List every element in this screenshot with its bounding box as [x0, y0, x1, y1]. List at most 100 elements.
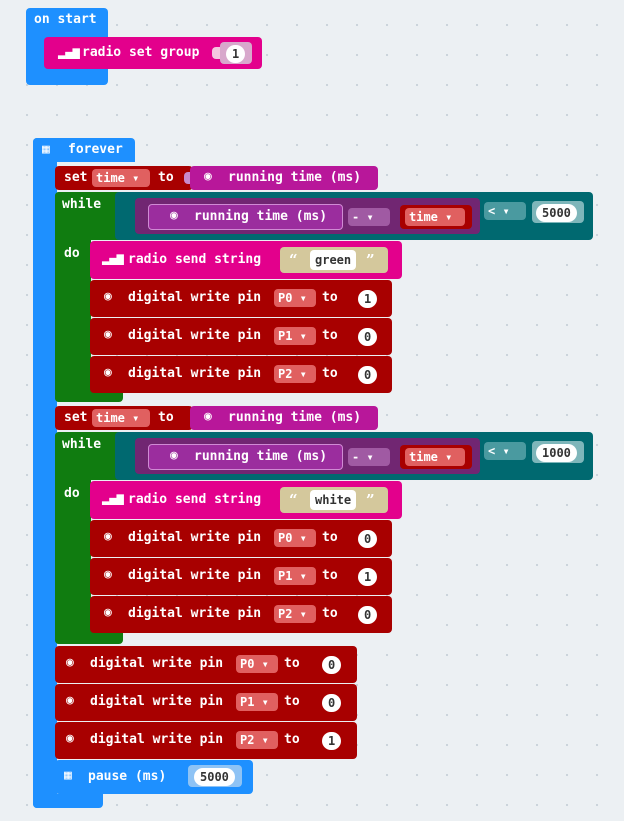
pin-value[interactable]: 0: [358, 328, 378, 346]
grid-icon: ▦: [64, 768, 72, 783]
digital-write-label: digital write pin: [128, 530, 262, 545]
to-label: to: [284, 656, 300, 671]
do-label: do: [64, 486, 80, 501]
signal-bars-icon: ▂▄▆: [102, 251, 124, 265]
digital-write-label: digital write pin: [128, 606, 262, 621]
digital-write-pin-block[interactable]: [90, 558, 392, 595]
string-value-2[interactable]: white: [310, 490, 357, 510]
digital-write-pin-block[interactable]: [90, 596, 392, 633]
math-op-dropdown[interactable]: - ▾: [348, 448, 390, 466]
math-op-dropdown[interactable]: - ▾: [348, 208, 390, 226]
variable-dropdown-time[interactable]: time ▾: [92, 169, 150, 187]
pause-label: pause (ms): [88, 769, 167, 784]
open-quote-icon: “: [289, 491, 298, 509]
pin-dropdown[interactable]: P2 ▾: [274, 365, 316, 383]
pin-icon: ◉: [104, 289, 112, 304]
pin-icon: ◉: [66, 731, 74, 746]
string-value-1[interactable]: green: [310, 250, 357, 270]
digital-write-pin-block[interactable]: [55, 646, 357, 683]
pin-dropdown[interactable]: P1 ▾: [274, 327, 316, 345]
pin-value[interactable]: 0: [358, 606, 378, 624]
target-icon: ◉: [170, 448, 178, 463]
on-start-label: on start: [34, 12, 97, 27]
running-time-label: running time (ms): [228, 410, 362, 425]
pin-icon: ◉: [104, 567, 112, 582]
pin-value[interactable]: 1: [322, 732, 342, 750]
pin-icon: ◉: [104, 365, 112, 380]
digital-write-pin-block[interactable]: [90, 356, 392, 393]
digital-write-pin-block[interactable]: [90, 318, 392, 355]
signal-bars-icon: ▂▄▆: [58, 45, 80, 59]
digital-write-label: digital write pin: [128, 290, 262, 305]
running-time-block-2[interactable]: [190, 406, 378, 430]
variable-dropdown-time[interactable]: time ▾: [405, 208, 465, 226]
grid-icon: ▦: [42, 142, 50, 157]
pin-value[interactable]: 0: [358, 530, 378, 548]
digital-write-label: digital write pin: [90, 694, 224, 709]
pin-value[interactable]: 0: [358, 366, 378, 384]
pin-dropdown[interactable]: P2 ▾: [236, 731, 278, 749]
open-quote-icon: “: [289, 251, 298, 269]
to-label: to: [284, 732, 300, 747]
digital-write-pin-block[interactable]: [90, 520, 392, 557]
while-label: while: [62, 197, 102, 212]
close-quote-icon: ”: [366, 491, 375, 509]
signal-bars-icon: ▂▄▆: [102, 491, 124, 505]
digital-write-pin-block[interactable]: [55, 684, 357, 721]
target-icon: ◉: [204, 169, 212, 184]
to-label: to: [322, 568, 338, 583]
radio-send-string-label: radio send string: [128, 492, 262, 507]
do-label: do: [64, 246, 80, 261]
to-label: to: [284, 694, 300, 709]
compare-op-dropdown[interactable]: < ▾: [484, 202, 526, 220]
pin-icon: ◉: [104, 327, 112, 342]
running-time-block-1[interactable]: [190, 166, 378, 190]
pin-value[interactable]: 0: [322, 656, 342, 674]
while-limit-2[interactable]: 1000: [536, 444, 577, 462]
pin-value[interactable]: 0: [322, 694, 342, 712]
pin-icon: ◉: [104, 605, 112, 620]
pin-dropdown[interactable]: P0 ▾: [274, 529, 316, 547]
while-label: while: [62, 437, 102, 452]
close-quote-icon: ”: [366, 251, 375, 269]
radio-set-group-label: radio set group: [82, 45, 200, 60]
pin-dropdown[interactable]: P0 ▾: [274, 289, 316, 307]
to-label: to: [322, 530, 338, 545]
set-label: set: [64, 410, 88, 425]
running-time-label: running time (ms): [228, 170, 362, 185]
digital-write-label: digital write pin: [90, 656, 224, 671]
target-icon: ◉: [204, 409, 212, 424]
pin-value[interactable]: 1: [358, 568, 378, 586]
group-value[interactable]: 1: [226, 45, 246, 63]
digital-write-pin-block[interactable]: [90, 280, 392, 317]
variable-dropdown-time[interactable]: time ▾: [92, 409, 150, 427]
while-limit-1[interactable]: 5000: [536, 204, 577, 222]
forever-label: forever: [68, 142, 123, 157]
pin-dropdown[interactable]: P1 ▾: [236, 693, 278, 711]
pin-icon: ◉: [104, 529, 112, 544]
variable-dropdown-time[interactable]: time ▾: [405, 448, 465, 466]
running-time-label: running time (ms): [194, 209, 328, 224]
pin-dropdown[interactable]: P2 ▾: [274, 605, 316, 623]
to-label: to: [322, 606, 338, 621]
pin-icon: ◉: [66, 655, 74, 670]
to-label: to: [158, 170, 174, 185]
set-label: set: [64, 170, 88, 185]
to-label: to: [322, 328, 338, 343]
to-label: to: [322, 366, 338, 381]
pin-dropdown[interactable]: P0 ▾: [236, 655, 278, 673]
pin-value[interactable]: 1: [358, 290, 378, 308]
forever-block[interactable]: [33, 138, 57, 808]
pause-value[interactable]: 5000: [194, 768, 235, 786]
to-label: to: [158, 410, 174, 425]
pin-dropdown[interactable]: P1 ▾: [274, 567, 316, 585]
digital-write-pin-block[interactable]: [55, 722, 357, 759]
digital-write-label: digital write pin: [128, 328, 262, 343]
target-icon: ◉: [170, 208, 178, 223]
pin-icon: ◉: [66, 693, 74, 708]
digital-write-label: digital write pin: [128, 366, 262, 381]
radio-send-string-label: radio send string: [128, 252, 262, 267]
running-time-label: running time (ms): [194, 449, 328, 464]
digital-write-label: digital write pin: [90, 732, 224, 747]
compare-op-dropdown[interactable]: < ▾: [484, 442, 526, 460]
